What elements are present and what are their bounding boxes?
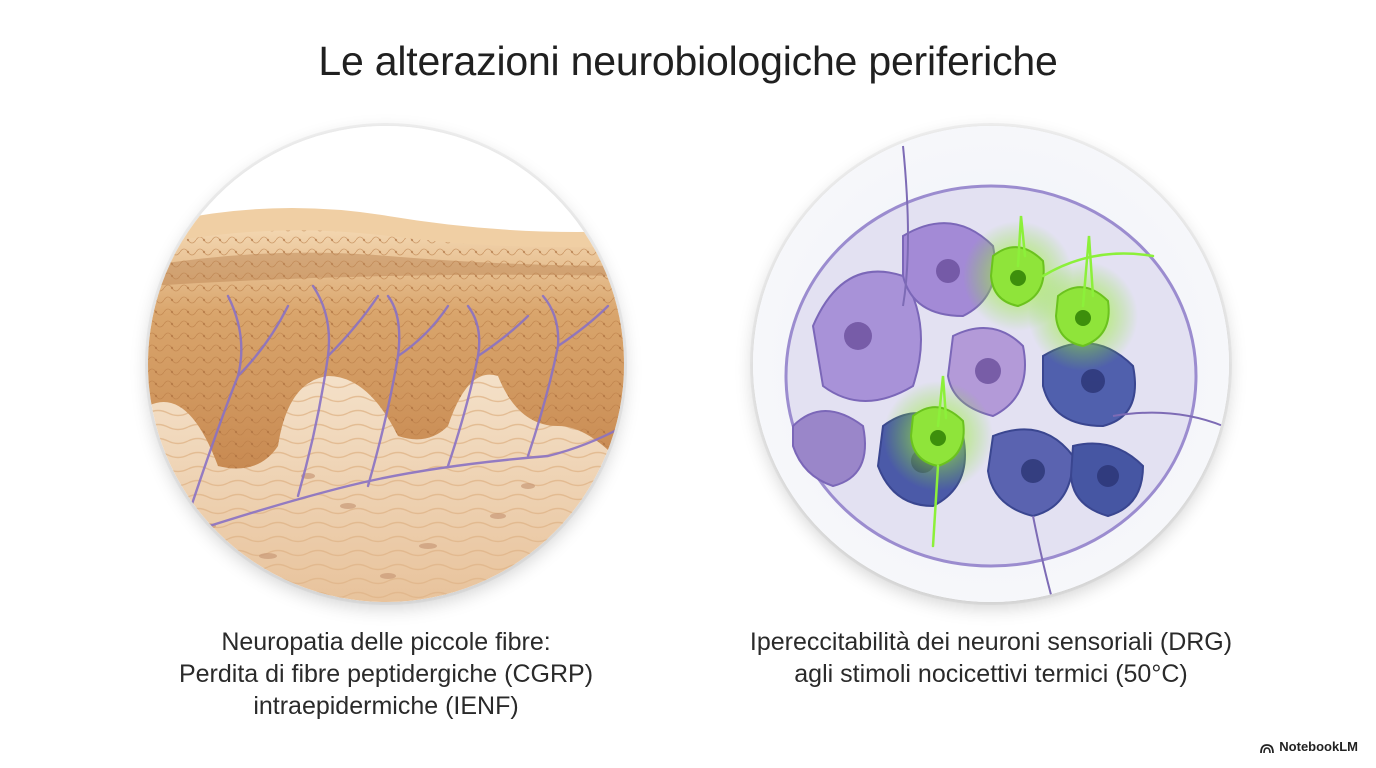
panel-drg-hyperexcitability	[751, 126, 1231, 602]
drg-neurons-illustration	[753, 126, 1229, 602]
page-title: Le alterazioni neurobiologiche periferic…	[318, 38, 1058, 84]
caption-line: Neuropatia delle piccole fibre:	[221, 628, 551, 656]
notebooklm-logo-icon	[1260, 742, 1275, 753]
caption-line: agli stimoli nocicettivi termici (50°C)	[794, 660, 1188, 688]
caption-line: Perdita di fibre peptidergiche (CGRP)	[178, 660, 594, 688]
panel-small-fiber-neuropathy	[146, 126, 626, 602]
caption-small-fiber-neuropathy: Neuropatia delle piccole fibre: Perdita …	[106, 626, 666, 722]
caption-line: Ipereccitabilità dei neuroni sensoriali …	[749, 628, 1233, 656]
caption-drg-hyperexcitability: Ipereccitabilità dei neuroni sensoriali …	[711, 626, 1271, 690]
brand-label: NotebookLM	[1279, 739, 1358, 754]
caption-line: intraepidermiche (IENF)	[253, 692, 519, 720]
skin-cross-section-illustration	[148, 126, 624, 602]
brand-watermark: NotebookLM	[1260, 739, 1358, 754]
